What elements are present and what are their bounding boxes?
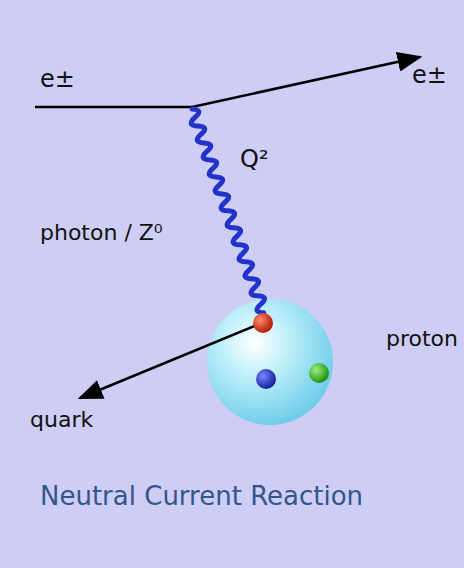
incoming-electron [35, 106, 192, 109]
outgoing-electron [192, 57, 420, 107]
momentum-label: Q² [240, 146, 269, 174]
particle-label: quark [30, 407, 93, 432]
caption-note: Neutral Current Reaction [40, 482, 370, 512]
green-quark [309, 363, 329, 383]
proton-sphere [207, 299, 333, 425]
particle-label: e± [40, 66, 75, 94]
photon-wave [187, 107, 269, 314]
boson-label: photon / Z⁰ [40, 220, 163, 245]
blue-quark [256, 369, 276, 389]
red-quark [253, 313, 273, 333]
quark-track [80, 323, 262, 398]
particle-label: e± [412, 62, 447, 90]
particle-label: proton [386, 326, 458, 351]
